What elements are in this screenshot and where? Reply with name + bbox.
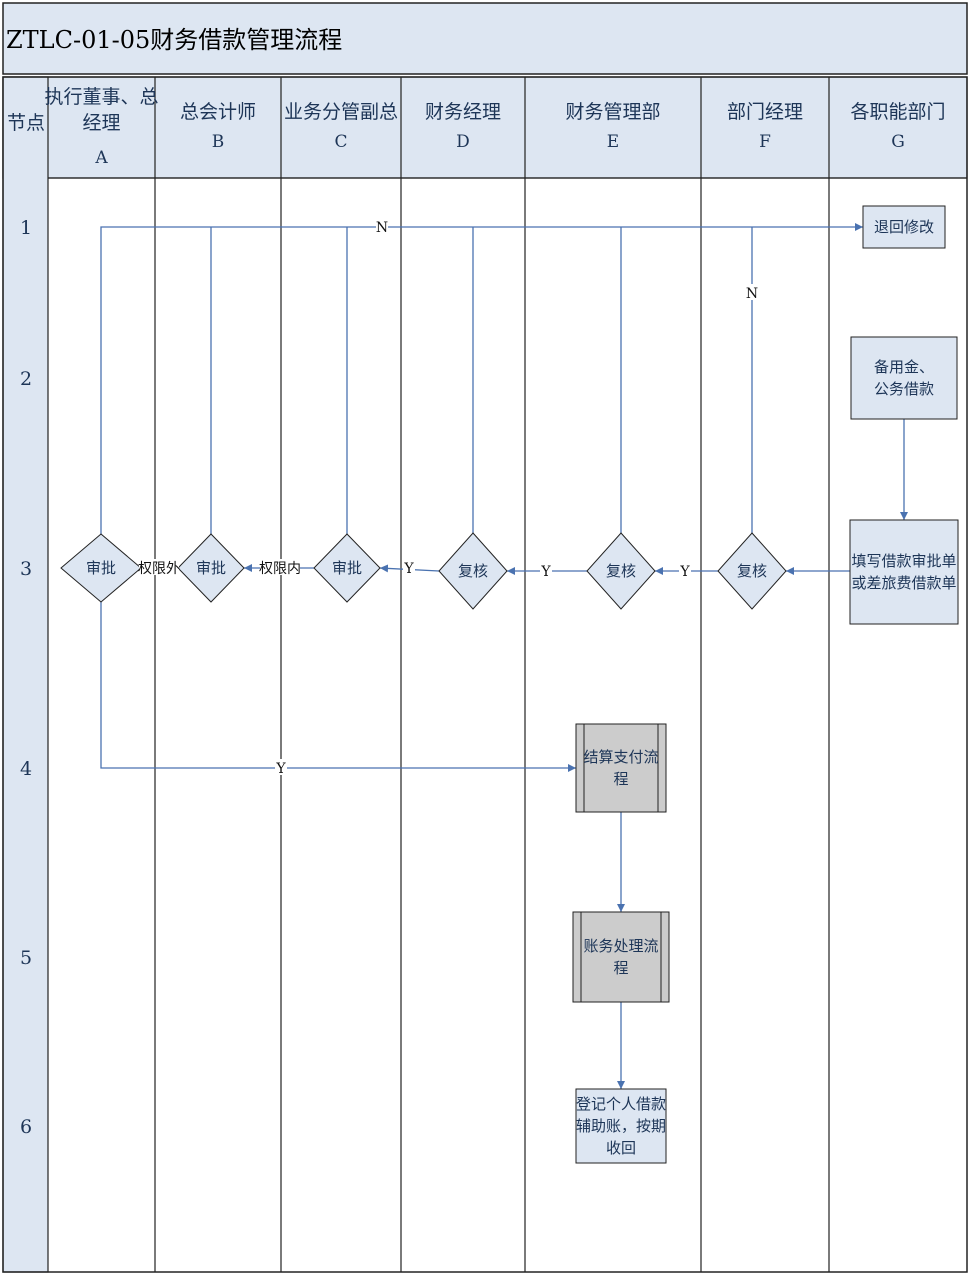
edge-label-bg bbox=[679, 562, 691, 578]
row-label: 1 bbox=[20, 217, 32, 239]
row-label: 4 bbox=[20, 758, 32, 780]
node-reserve: 备用金、公务借款 bbox=[850, 336, 958, 420]
column-letter-b: B bbox=[212, 132, 225, 152]
node-return: 退回修改 bbox=[862, 205, 946, 249]
column-letter-a: A bbox=[94, 148, 108, 168]
column-header-d: 财务经理 bbox=[425, 101, 501, 123]
node-c-approve: 审批 bbox=[313, 533, 381, 603]
node-label: 复核 bbox=[458, 562, 488, 580]
edge-label-y-e: Y bbox=[540, 564, 551, 580]
process-shape bbox=[862, 205, 946, 249]
column-letter-c: C bbox=[334, 132, 347, 152]
title-bar bbox=[2, 2, 968, 75]
node-column-header: 节点 bbox=[7, 112, 45, 134]
edge-label-bg bbox=[540, 562, 552, 578]
edge-label-bg bbox=[260, 559, 300, 575]
node-e-review: 复核 bbox=[586, 532, 656, 610]
node-label: 登记个人借款 bbox=[576, 1095, 666, 1113]
column-header-c: 业务分管副总 bbox=[284, 101, 398, 123]
edge-label-bg bbox=[139, 559, 179, 575]
node-label: 填写借款审批单 bbox=[851, 552, 956, 570]
edge-reject-to-return bbox=[100, 223, 863, 534]
node-label: 程 bbox=[613, 959, 628, 977]
decision-shape bbox=[717, 532, 787, 610]
node-label: 审批 bbox=[86, 559, 116, 577]
node-column bbox=[2, 76, 49, 1273]
row-label: 5 bbox=[20, 947, 32, 969]
edge-label-y-d: Y bbox=[403, 561, 414, 577]
edge-label-bg bbox=[403, 559, 415, 575]
node-d-review: 复核 bbox=[438, 532, 508, 610]
decision-shape bbox=[60, 533, 142, 603]
grid-border bbox=[2, 76, 968, 1273]
column-header-b: 总会计师 bbox=[180, 101, 256, 123]
column-letter-g: G bbox=[891, 132, 905, 152]
node-label: 退回修改 bbox=[874, 218, 934, 236]
process-shape bbox=[575, 1088, 667, 1164]
row-label: 2 bbox=[20, 368, 32, 390]
node-label: 复核 bbox=[606, 562, 636, 580]
row-label: 3 bbox=[20, 558, 32, 580]
edge-label-y-bottom: Y bbox=[275, 761, 286, 777]
edge-label-bg bbox=[746, 284, 758, 300]
column-letter-d: D bbox=[456, 132, 470, 152]
edge-label-bg bbox=[275, 759, 287, 775]
node-b-approve: 审批 bbox=[177, 533, 245, 603]
edge-approve-to-settle bbox=[100, 602, 576, 772]
column-header-e: 财务管理部 bbox=[565, 101, 660, 123]
column-header-a: 执行董事、总 bbox=[44, 86, 158, 108]
node-label: 公务借款 bbox=[874, 380, 934, 398]
node-a-approve: 审批 bbox=[60, 533, 142, 603]
process-shape bbox=[849, 519, 959, 625]
node-label: 收回 bbox=[606, 1139, 636, 1157]
edge-label-n-right: N bbox=[746, 286, 758, 302]
subprocess-shape bbox=[572, 911, 670, 1003]
decision-shape bbox=[177, 533, 245, 603]
decision-shape bbox=[438, 532, 508, 610]
page-title: ZTLC-01-05财务借款管理流程 bbox=[6, 26, 342, 54]
row-label: 6 bbox=[20, 1116, 32, 1138]
edge-label-beyond-authority: 权限外 bbox=[138, 561, 180, 577]
header-band bbox=[2, 76, 968, 179]
column-header-g: 各职能部门 bbox=[850, 101, 945, 123]
node-label: 审批 bbox=[332, 559, 362, 577]
column-header-f: 部门经理 bbox=[727, 101, 803, 123]
process-shape bbox=[850, 336, 958, 420]
decision-shape bbox=[586, 532, 656, 610]
edge-label-n-top: N bbox=[376, 220, 388, 236]
node-label: 辅助账，按期 bbox=[576, 1117, 666, 1135]
edge-label-y-f: Y bbox=[679, 564, 690, 580]
column-header-a: 经理 bbox=[82, 112, 120, 134]
node-label: 复核 bbox=[737, 562, 767, 580]
subprocess-shape bbox=[575, 723, 667, 813]
edge-label-bg bbox=[376, 218, 388, 234]
column-letter-e: E bbox=[607, 132, 619, 152]
column-letter-f: F bbox=[759, 132, 771, 152]
node-label: 或差旅费借款单 bbox=[851, 574, 956, 592]
edge-label-within-authority: 权限内 bbox=[259, 561, 301, 577]
node-label: 账务处理流 bbox=[583, 937, 658, 955]
node-f-review: 复核 bbox=[717, 532, 787, 610]
node-label: 审批 bbox=[196, 559, 226, 577]
node-label: 备用金、 bbox=[874, 358, 934, 376]
node-label: 程 bbox=[613, 770, 628, 788]
node-label: 结算支付流 bbox=[583, 748, 658, 766]
decision-shape bbox=[313, 533, 381, 603]
